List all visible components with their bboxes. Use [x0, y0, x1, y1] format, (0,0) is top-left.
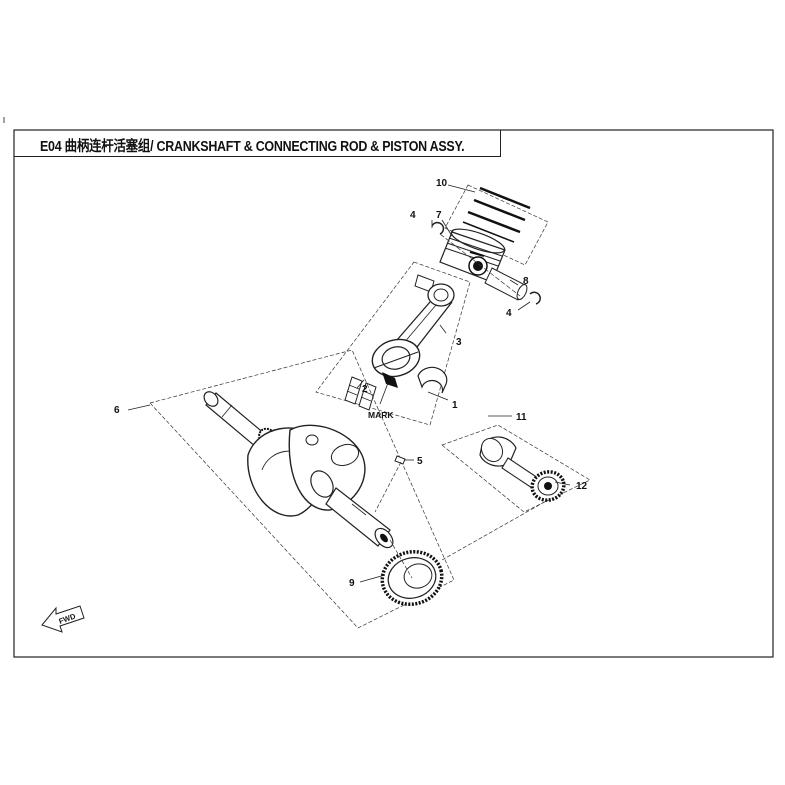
drawing-frame	[13, 129, 774, 658]
callout-3: 3	[456, 337, 462, 348]
crankshaft	[149, 349, 455, 629]
mark-label: MARK	[368, 410, 394, 420]
balance-link-line	[441, 499, 549, 561]
diagram-title-box: E04 曲柄连杆活塞组/ CRANKSHAFT & CONNECTING ROD…	[14, 130, 501, 157]
fwd-arrow-icon: FWD	[41, 605, 85, 633]
circlip-left	[431, 221, 445, 235]
callout-12: 12	[576, 481, 588, 492]
piston-rings-group	[444, 184, 549, 266]
callout-9: 9	[349, 578, 355, 589]
woodruff-key	[394, 455, 406, 465]
callout-2: 2	[362, 384, 368, 395]
callout-7: 7	[436, 210, 442, 221]
gear-axis-line	[389, 539, 413, 579]
diagram-title: E04 曲柄连杆活塞组/ CRANKSHAFT & CONNECTING ROD…	[40, 139, 465, 155]
callout-4-left: 4	[410, 210, 416, 221]
key-axis-line	[374, 461, 402, 513]
callout-6: 6	[114, 405, 120, 416]
piston	[439, 228, 506, 283]
callout-1: 1	[452, 400, 458, 411]
pin-axis-line	[439, 233, 521, 297]
leader-lines	[127, 184, 571, 583]
callout-10: 10	[436, 178, 448, 189]
circlip-right	[529, 291, 541, 305]
callout-4-right: 4	[506, 308, 512, 319]
callout-11: 11	[516, 412, 527, 423]
balance-shaft-group	[441, 424, 591, 513]
callout-8: 8	[523, 276, 529, 287]
connecting-rod-group	[315, 261, 471, 426]
callout-5: 5	[417, 456, 423, 467]
